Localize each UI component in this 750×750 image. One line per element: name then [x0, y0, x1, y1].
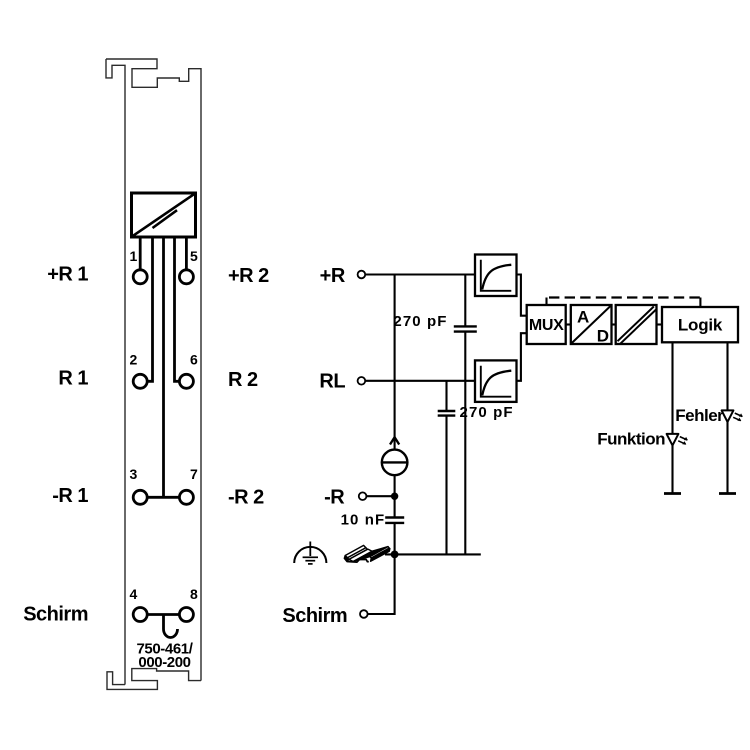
label-plus-r2: +R 2: [228, 265, 269, 287]
terminal-1: [131, 268, 149, 286]
io-module: 1 2 3 4 5 6 7 8 750-461/ 000-200 +R 1 R …: [23, 58, 270, 691]
ad-label-a: A: [577, 308, 589, 327]
label-r1: R 1: [58, 368, 88, 390]
din-rail-icon: [343, 544, 391, 563]
input-terminal-schirm: [359, 609, 369, 619]
terminal-number-7: 7: [190, 466, 198, 482]
logik-label: Logik: [678, 316, 723, 335]
label-minus-r2: -R 2: [228, 487, 264, 509]
earth-symbol: [293, 541, 328, 565]
label-r2: R 2: [228, 369, 258, 391]
wire-filter1-mux: [516, 273, 527, 317]
input-terminal-plus-r: [356, 269, 367, 280]
input-terminal-rl: [356, 376, 367, 386]
junction-dots: [390, 492, 399, 559]
module-terminals: [131, 268, 195, 623]
label-rl: RL: [319, 370, 345, 392]
capacitor-c1: [453, 325, 477, 333]
part-number-line1: 750-461/: [136, 641, 193, 658]
terminal-6: [177, 372, 195, 390]
terminal-5: [177, 268, 195, 286]
input-terminal-minus-r: [357, 491, 368, 501]
ad-label-d: D: [597, 327, 609, 346]
led-funktion-arrows: [677, 435, 688, 445]
schematic-input-terminals: [356, 269, 369, 619]
led-fehler-arrows: [732, 412, 743, 422]
capacitors: [385, 325, 477, 525]
label-funktion: Funktion: [597, 430, 665, 449]
capacitor-c2: [437, 409, 456, 417]
wire-schirm: [367, 554, 396, 616]
isolation-block: [614, 303, 658, 346]
label-plus-r1: +R 1: [47, 263, 88, 285]
led-fehler: [720, 409, 743, 423]
terminal-7: [177, 488, 195, 506]
module-housing-outline: [105, 58, 202, 691]
junction-ground: [390, 550, 399, 559]
module-labels-right: +R 2 R 2 -R 2: [228, 265, 270, 509]
mux-block: MUX: [525, 303, 567, 346]
terminal-3: [131, 488, 149, 506]
label-schirm-left: Schirm: [23, 603, 88, 625]
module-part-number: 750-461/ 000-200: [136, 641, 194, 672]
terminal-number-3: 3: [130, 466, 138, 482]
terminal-number-2: 2: [130, 352, 138, 368]
junction-minus-r: [390, 492, 399, 500]
terminal-number-1: 1: [130, 248, 138, 264]
label-schirm: Schirm: [282, 605, 347, 627]
mux-label: MUX: [529, 317, 564, 334]
label-fehler: Fehler: [675, 406, 724, 425]
terminal-number-5: 5: [190, 248, 198, 264]
schematic-labels: +R RL -R Schirm 270 pF 270 pF 10 nF Funk…: [282, 265, 724, 627]
module-converter-symbol: [130, 191, 197, 239]
schematic: MUX A D Logik: [282, 253, 743, 627]
terminal-number-4: 4: [130, 586, 138, 602]
current-source: [380, 435, 409, 477]
led-fehler-symbol: [720, 409, 735, 423]
module-labels-left: +R 1 R 1 -R 1 Schirm: [23, 263, 89, 625]
current-arrow: [389, 435, 401, 446]
terminal-4: [131, 606, 149, 623]
filter-block-2: [473, 359, 518, 404]
terminal-number-6: 6: [190, 352, 198, 368]
label-plus-r: +R: [320, 265, 346, 287]
led-funktion-symbol: [665, 432, 680, 447]
logik-block: Logik: [660, 305, 740, 344]
terminal-8: [177, 606, 195, 623]
terminal-2: [131, 372, 149, 390]
capacitor-c3: [385, 516, 405, 525]
module-internal-wires: [138, 237, 188, 639]
part-number-line2: 000-200: [138, 654, 190, 671]
label-minus-r1: -R 1: [52, 485, 88, 507]
label-c2-value: 270 pF: [460, 404, 514, 421]
ad-converter-block: A D: [569, 303, 613, 346]
label-minus-r: -R: [324, 486, 345, 508]
terminal-number-8: 8: [190, 586, 198, 602]
label-c3-value: 10 nF: [341, 512, 386, 529]
filter-block-1: [473, 253, 518, 298]
label-c1-value: 270 pF: [393, 313, 447, 330]
led-funktion: [665, 432, 688, 447]
module-terminal-numbers: 1 2 3 4 5 6 7 8: [130, 248, 199, 602]
wire-filter2-mux: [516, 332, 527, 382]
